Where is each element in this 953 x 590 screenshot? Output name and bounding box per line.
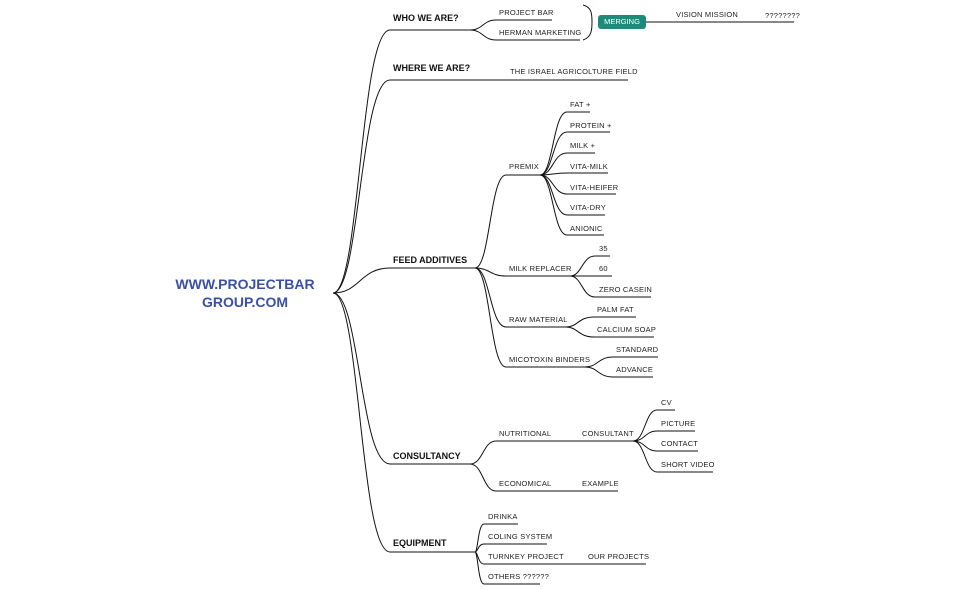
node-anionic[interactable]: ANIONIC: [570, 224, 603, 233]
root-topic[interactable]: WWW.PROJECTBAR GROUP.COM: [160, 276, 330, 311]
node-our-projects[interactable]: OUR PROJECTS: [588, 552, 650, 561]
topic-who-we-are[interactable]: WHO WE ARE?: [393, 13, 459, 23]
node-cv[interactable]: CV: [661, 398, 672, 407]
merging-badge[interactable]: MERGING: [598, 15, 646, 29]
node-palm-fat[interactable]: PALM FAT: [597, 305, 634, 314]
node-vita-heifer[interactable]: VITA-HEIFER: [570, 183, 619, 192]
node-vita-milk[interactable]: VITA-MILK: [570, 162, 608, 171]
node-herman-marketing[interactable]: HERMAN MARKETING: [499, 28, 582, 37]
node-milk-plus[interactable]: MILK +: [570, 141, 596, 150]
node-zero-casein[interactable]: ZERO CASEIN: [599, 285, 653, 294]
node-calcium-soap[interactable]: CALCIUM SOAP: [597, 325, 657, 334]
node-unknown[interactable]: ????????: [765, 11, 800, 20]
node-picture[interactable]: PICTURE: [661, 419, 696, 428]
node-consultant[interactable]: CONSULTANT: [582, 429, 634, 438]
node-fat-plus[interactable]: FAT +: [570, 100, 591, 109]
root-topic-line2: GROUP.COM: [201, 293, 289, 310]
node-contact[interactable]: CONTACT: [661, 439, 699, 448]
node-standard[interactable]: STANDARD: [616, 345, 659, 354]
node-milk-replacer[interactable]: MILK REPLACER: [509, 264, 572, 273]
node-vita-dry[interactable]: VITA-DRY: [570, 203, 606, 212]
topic-feed-additives[interactable]: FEED ADDITIVES: [393, 255, 468, 265]
node-project-bar[interactable]: PROJECT BAR: [499, 8, 554, 17]
node-micotoxin-binders[interactable]: MICOTOXIN BINDERS: [509, 355, 591, 364]
topic-consultancy[interactable]: CONSULTANCY: [393, 451, 461, 461]
node-drinka[interactable]: DRINKA: [488, 512, 518, 521]
topic-equipment[interactable]: EQUIPMENT: [393, 538, 447, 548]
node-short-video[interactable]: SHORT VIDEO: [661, 460, 715, 469]
node-others[interactable]: OTHERS ??????: [488, 572, 549, 581]
topic-where-we-are[interactable]: WHERE WE ARE?: [393, 63, 471, 73]
node-economical[interactable]: ECONOMICAL: [499, 479, 552, 488]
node-turnkey-project[interactable]: TURNKEY PROJECT: [488, 552, 564, 561]
node-coling-system[interactable]: COLING SYSTEM: [488, 532, 553, 541]
node-nutritional[interactable]: NUTRITIONAL: [499, 429, 552, 438]
node-protein-plus[interactable]: PROTEIN +: [570, 121, 612, 130]
node-israel-agricolture-field[interactable]: THE ISRAEL AGRICOLTURE FIELD: [510, 67, 638, 76]
node-premix[interactable]: PREMIX: [509, 162, 539, 171]
node-advance[interactable]: ADVANCE: [616, 365, 654, 374]
node-raw-material[interactable]: RAW MATERIAL: [509, 315, 568, 324]
node-example[interactable]: EXAMPLE: [582, 479, 619, 488]
node-35[interactable]: 35: [599, 244, 608, 253]
node-60[interactable]: 60: [599, 264, 608, 273]
node-vision-mission[interactable]: VISION MISSION: [676, 10, 738, 19]
root-topic-line1: WWW.PROJECTBAR: [175, 276, 315, 292]
